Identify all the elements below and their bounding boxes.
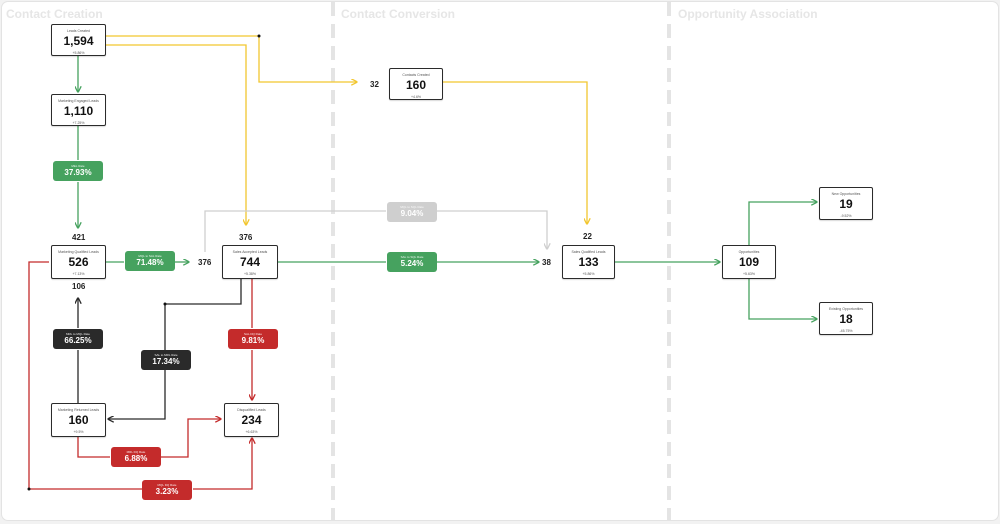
node-label: Marketing Returned Leads	[57, 408, 100, 412]
count-left-sql: 38	[542, 258, 551, 267]
rate-label: SAL to SQL Rate	[400, 255, 424, 259]
node-value: 109	[738, 255, 760, 269]
node-change: +7.25%	[72, 121, 85, 125]
rate-value: 3.23%	[155, 487, 179, 496]
node-label: Leads Created	[67, 29, 90, 33]
node-label: Opportunities	[738, 250, 760, 254]
node-marketing-returned-leads[interactable]: Marketing Returned Leads 160 +9.5%	[51, 403, 106, 437]
section-title-opportunity-association: Opportunity Association	[678, 7, 818, 21]
node-value: 160	[405, 78, 427, 92]
node-label: Sales Accepted Leads	[232, 250, 268, 254]
rate-label: MQL DQ Rate	[157, 483, 177, 487]
rate-label: SAL DQ Rate	[243, 332, 263, 336]
node-new-opportunities[interactable]: New Opportunities 19 -9.52%	[819, 187, 873, 220]
node-value: 19	[839, 197, 853, 211]
rate-pill-mel[interactable]: MEL Rate 37.93%	[53, 161, 103, 181]
node-value: 1,594	[63, 34, 94, 48]
node-opportunities[interactable]: Opportunities 109 +5.63%	[722, 245, 776, 279]
rate-pill-mql-to-sal[interactable]: MQL to SAL Rate 71.48%	[125, 251, 175, 271]
node-label: Marketing Engaged Leads	[58, 99, 99, 103]
node-change: +5.63%	[743, 272, 755, 276]
rate-label: SAL to MRL Rate	[154, 353, 178, 357]
node-marketing-engaged-leads[interactable]: Marketing Engaged Leads 1,110 +7.25%	[51, 94, 106, 126]
node-change: +4.6%	[410, 95, 422, 99]
rate-label: MQL to SAL Rate	[138, 254, 162, 258]
node-marketing-qualified-leads[interactable]: Marketing Qualified Leads 526 +7.13%	[51, 245, 106, 279]
rate-value: 17.34%	[152, 357, 180, 366]
rate-value: 66.25%	[64, 336, 92, 345]
node-sales-qualified-leads[interactable]: Sales Qualified Leads 133 +5.86%	[562, 245, 615, 279]
rate-pill-sal-to-mrl[interactable]: SAL to MRL Rate 17.34%	[141, 350, 191, 370]
node-change: +5.86%	[72, 51, 85, 55]
rate-label: MRL DQ Rate	[126, 450, 146, 454]
node-value: 1,110	[63, 104, 94, 118]
count-below-mql: 106	[72, 282, 86, 291]
section-title-contact-conversion: Contact Conversion	[341, 7, 456, 21]
rate-value: 37.93%	[64, 168, 92, 177]
rate-value: 71.48%	[136, 258, 164, 267]
node-label: New Opportunities	[831, 192, 861, 196]
node-label: Disqualified Leads	[237, 408, 266, 412]
rate-value: 6.88%	[124, 454, 148, 463]
section-divider	[331, 2, 335, 520]
node-value: 18	[839, 312, 853, 326]
node-change: +5.38%	[244, 272, 256, 276]
section-divider	[667, 2, 671, 520]
count-left-contacts: 32	[370, 80, 379, 89]
node-disqualified-leads[interactable]: Disqualified Leads 234 +6.63%	[224, 403, 279, 437]
node-value: 234	[241, 413, 262, 427]
rate-pill-mrl-to-mql[interactable]: MRL to MQL Rate 66.25%	[53, 329, 103, 349]
count-left-sal: 376	[198, 258, 212, 267]
rate-pill-sal-dq[interactable]: SAL DQ Rate 9.81%	[228, 329, 278, 349]
node-label: Contacts Created	[402, 73, 430, 77]
node-label: Existing Opportunities	[828, 307, 864, 311]
rate-label: MEL Rate	[71, 164, 85, 168]
node-change: -9.52%	[840, 214, 852, 218]
node-value: 160	[68, 413, 89, 427]
rate-value: 9.04%	[400, 209, 424, 218]
rate-pill-mql-dq[interactable]: MQL DQ Rate 3.23%	[142, 480, 192, 500]
node-value: 133	[578, 255, 599, 269]
rate-label: MQL to SQL Rate	[400, 205, 424, 209]
node-change: -45.75%	[839, 329, 853, 333]
node-change: +7.13%	[72, 272, 85, 276]
node-existing-opportunities[interactable]: Existing Opportunities 18 -45.75%	[819, 302, 873, 335]
node-change: +9.5%	[73, 430, 84, 434]
rate-pill-mrl-dq[interactable]: MRL DQ Rate 6.88%	[111, 447, 161, 467]
rate-label: MRL to MQL Rate	[66, 332, 90, 336]
node-sales-accepted-leads[interactable]: Sales Accepted Leads 744 +5.38%	[222, 245, 278, 279]
count-above-sql: 22	[583, 232, 592, 241]
node-value: 744	[239, 255, 261, 269]
node-label: Marketing Qualified Leads	[58, 250, 99, 254]
node-change: +6.63%	[245, 430, 258, 434]
count-above-mql: 421	[72, 233, 86, 242]
rate-pill-mql-to-sql[interactable]: MQL to SQL Rate 9.04%	[387, 202, 437, 222]
node-change: +5.86%	[582, 272, 595, 276]
node-leads-created[interactable]: Leads Created 1,594 +5.86%	[51, 24, 106, 56]
node-label: Sales Qualified Leads	[571, 250, 606, 254]
node-value: 526	[68, 255, 89, 269]
section-title-contact-creation: Contact Creation	[6, 7, 103, 21]
node-contacts-created[interactable]: Contacts Created 160 +4.6%	[389, 68, 443, 100]
count-above-sal: 376	[239, 233, 253, 242]
rate-pill-sal-to-sql[interactable]: SAL to SQL Rate 5.24%	[387, 252, 437, 272]
rate-value: 9.81%	[241, 336, 265, 345]
rate-value: 5.24%	[400, 259, 424, 268]
